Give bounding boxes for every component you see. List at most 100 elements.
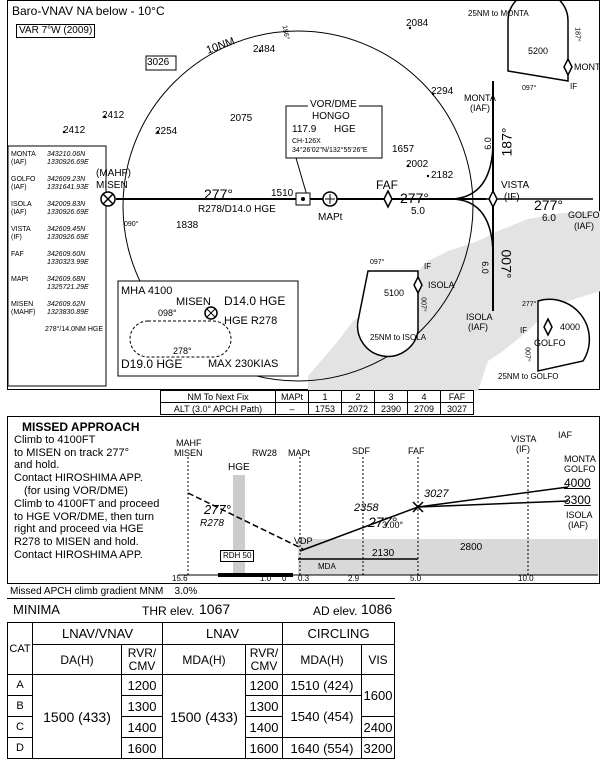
prof-radial: R278 <box>200 518 224 529</box>
faf-waypoint-icon <box>383 189 393 209</box>
coord-lon: 1330926.69E <box>47 159 89 166</box>
msa-label: 3026 <box>147 57 170 68</box>
alt-2: 2072 <box>341 402 375 415</box>
rvr2-b: 1300 <box>245 695 283 717</box>
elev-2484: 2484 <box>253 44 276 55</box>
cat-header: CAT <box>7 622 33 675</box>
monta-if: IF <box>570 82 578 91</box>
rvr2-c: 1400 <box>245 716 283 738</box>
hold-mha: MHA 4100 <box>121 285 173 297</box>
lnav-vnav-header: LNAV/VNAV <box>32 622 163 645</box>
ad-value: 1086 <box>361 601 393 617</box>
golfo-east-name: GOLFO <box>568 210 600 220</box>
lnav-mdah: 1500 (433) <box>162 674 246 759</box>
vor-station-icon <box>295 192 311 206</box>
glide-path <box>299 506 419 552</box>
isola-dist: 25NM to ISOLA <box>370 333 427 342</box>
missed-line-6: Climb to 4100FT and proceed <box>14 497 160 510</box>
alt-table: NM To Next Fix MAPt 1 2 3 4 FAF ALT (3.0… <box>160 390 474 415</box>
hold-racetrack <box>129 320 232 358</box>
isola-hold-in: 097° <box>370 259 385 266</box>
golfo-hold-alt: 4000 <box>560 322 581 332</box>
elev-2412a: 2412 <box>102 110 125 121</box>
isola-role: (IAF) <box>468 322 488 332</box>
circ-mda-d: 1640 (554) <box>282 737 362 759</box>
dist-10-0: 10.0 <box>518 574 534 583</box>
prof-isola: ISOLA <box>566 510 593 520</box>
golfo-hold-out: 007° <box>523 347 531 362</box>
fix-faf: FAF <box>440 390 474 403</box>
coord-fix-role: (IAF) <box>11 184 27 191</box>
iaf-path-lower <box>417 500 569 508</box>
rvr-d: 1600 <box>121 737 163 759</box>
dist-1-0: 1.0 <box>260 574 272 583</box>
prof-faf: FAF <box>408 446 425 456</box>
minima-header: MINIMA THR elev. 1067 AD elev. 1086 <box>7 598 395 621</box>
circ-mda-header: MDA(H) <box>282 644 362 675</box>
ad-label: AD elev. <box>313 604 358 618</box>
coord-lat: 343210.06N <box>47 151 86 158</box>
hold-max: MAX 230KIAS <box>208 358 279 370</box>
coord-lon: 1325721.29E <box>47 284 89 291</box>
coord-fix-role: (IF) <box>11 234 22 241</box>
golfo-if: IF <box>520 326 528 335</box>
small-course: 090° <box>124 221 139 228</box>
hold-fix: MISEN <box>176 296 211 308</box>
coord-lon: 1330926.69E <box>47 234 89 241</box>
plan-view-graphics <box>8 1 600 391</box>
alt-apch-label: ALT (3.0° APCH Path) <box>160 402 276 415</box>
dist-15-6: 15.6 <box>172 574 188 583</box>
dist-0: 0 <box>282 574 287 583</box>
prof-mapt: MAPt <box>288 448 311 458</box>
coord-fix-name: VISTA <box>11 226 31 233</box>
hold-d19: D19.0 HGE <box>121 357 183 371</box>
cat-b: B <box>7 695 33 717</box>
rvr2-d: 1600 <box>245 737 283 759</box>
missed-line-1: Climb to 4100FT <box>14 433 96 446</box>
lnav-vnav-dah: 1500 (433) <box>32 674 122 759</box>
profile-graphics <box>178 457 598 577</box>
profile-view: MISSED APPROACH Climb to 4100FT to MISEN… <box>7 416 600 584</box>
coord-fix-name: GOLFO <box>11 176 36 183</box>
golfo-course: 277° <box>534 197 563 213</box>
circ-vis-ab: 1600 <box>361 674 395 717</box>
rvr-b: 1300 <box>121 695 163 717</box>
elev-2254: 2254 <box>155 126 178 137</box>
missed-line-9: R278 to MISEN and hold. <box>14 536 139 549</box>
elev-2182: 2182 <box>431 170 454 181</box>
circ-mda-a: 1510 (424) <box>282 674 362 696</box>
missed-line-3: and hold. <box>14 459 60 472</box>
prof-iaf: IAF <box>558 430 573 440</box>
final-dist: 5.0 <box>411 206 425 217</box>
alt-3: 2390 <box>374 402 408 415</box>
coord-lat: 342609.45N <box>47 226 86 233</box>
monta-hold-in: 097° <box>522 85 537 92</box>
hold-in: 098° <box>158 308 177 318</box>
hold-misen-icon <box>204 306 218 320</box>
misen-radial-label: R278/D14.0 HGE <box>198 204 276 215</box>
prof-golfo: GOLFO <box>564 464 596 474</box>
prof-angle: 3.00° <box>382 520 404 530</box>
misen-course: 277° <box>204 186 233 202</box>
lnav-header: LNAV <box>162 622 283 645</box>
coord-lon: 1323830.89E <box>47 309 89 316</box>
missed-line-7: to HGE VOR/DME, then turn <box>14 510 154 523</box>
coord-fix-name: ISOLA <box>11 201 32 208</box>
vor-ident: HGE <box>334 124 356 135</box>
circling-header: CIRCLING <box>282 622 395 645</box>
golfo-dist: 25NM to GOLFO <box>498 372 559 381</box>
iaf-path-upper <box>417 486 569 508</box>
mapt-label: MAPt <box>318 212 343 223</box>
ten-nm-ring <box>122 30 474 382</box>
alt-1: 1753 <box>308 402 342 415</box>
cat-a: A <box>7 674 33 696</box>
climb-gradient: Missed APCH climb gradient MNM 3.0% <box>10 586 198 597</box>
rvr-header-1: RVR/CMV <box>121 644 163 675</box>
monta-hold-alt: 5200 <box>528 46 549 56</box>
vor-box <box>285 105 383 159</box>
plan-view: Baro-VNAV NA below - 10°C VAR 7°W (2009)… <box>7 0 600 391</box>
prof-hge: HGE <box>228 462 250 473</box>
